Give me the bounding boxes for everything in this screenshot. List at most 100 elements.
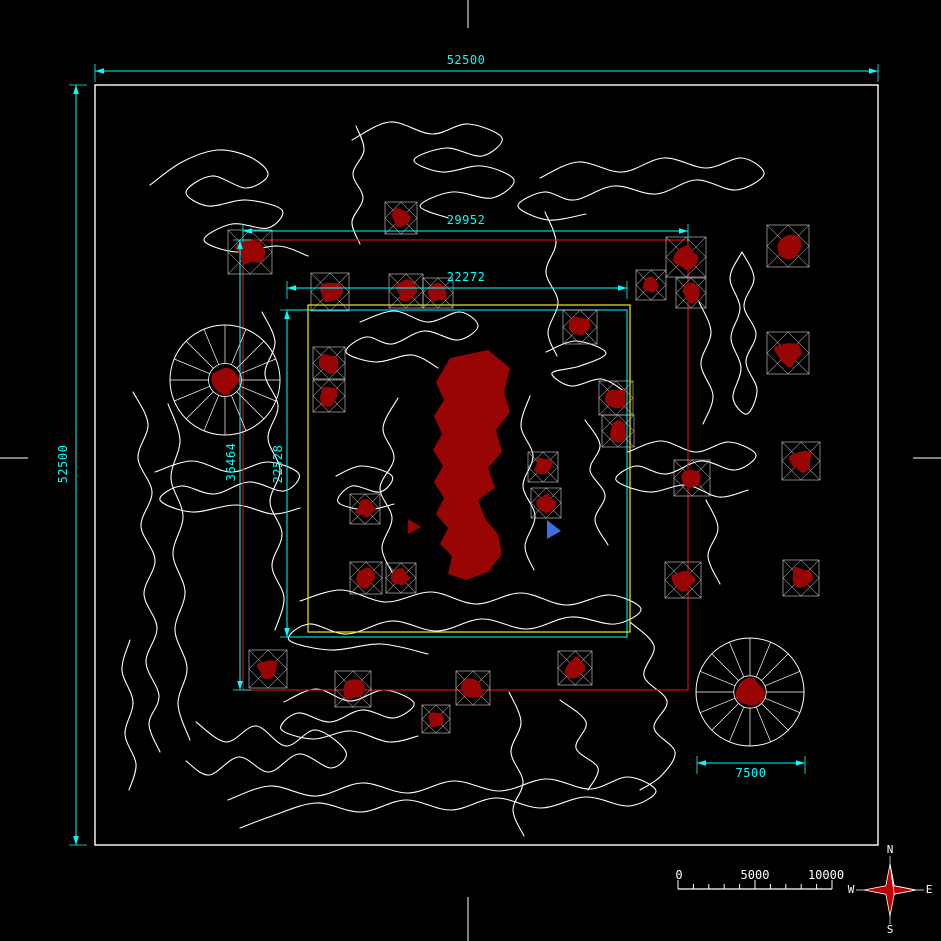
tree-symbols [169,201,821,747]
tree-canopy [355,499,376,518]
contour-line [121,639,137,791]
tree-canopy [792,566,814,588]
contour-line [629,621,676,791]
contour-line [227,776,657,829]
contour-line [280,688,419,743]
scale-label-0: 0 [675,868,682,882]
dimension-lines [69,64,879,846]
dim-arrow [618,285,627,291]
contour-line [154,460,301,515]
tree-symbol [384,201,418,235]
tree-canopy [673,245,699,271]
tree-canopy [319,282,344,302]
tree-symbol [312,346,346,380]
compass-star [863,863,917,917]
contour-line [132,391,161,753]
contour-line [705,499,721,585]
tree-canopy [642,276,659,293]
dim-arrow [73,836,79,845]
tree-canopy [235,239,266,265]
markers [408,519,561,539]
contour-line [149,149,309,257]
tree-symbol [312,379,346,413]
tree-symbol [665,236,707,278]
scale-bar [677,880,833,890]
dim-label-teal-height: 22528 [271,445,285,484]
tree-canopy [343,679,365,700]
tree-canopy [774,343,802,368]
dim-arrow [679,228,688,234]
contour-line [345,310,479,369]
dimension [696,756,806,774]
contour-line [517,157,765,221]
lake-layer [433,350,510,580]
tree-canopy [682,282,700,304]
contour-line [615,440,757,498]
tree-symbol [557,650,593,686]
tree-symbol [334,670,372,708]
large-tree-symbol [169,324,281,436]
tree-canopy [735,677,765,706]
lake [433,350,510,580]
tree-symbol [782,559,820,597]
contour-line [185,721,347,776]
dim-label-teal-width: 22272 [447,270,486,284]
dim-arrow [287,285,296,291]
tree-symbol [421,704,451,734]
dim-arrow [73,85,79,94]
tree-symbol [349,561,383,595]
dim-arrow [697,760,706,766]
large-tree-symbol [695,637,805,747]
scale-label-10000: 10000 [808,868,844,882]
contour-line [729,251,758,415]
tree-canopy [391,208,411,227]
contour-line [559,699,599,791]
contour-lines [121,121,765,837]
dim-arrow [243,228,252,234]
tree-symbol [248,649,288,689]
compass-label-south: S [887,923,894,936]
contour-line [545,340,625,392]
contour-line [520,395,536,571]
dim-arrow [237,240,243,249]
compass-label-west: W [848,883,855,896]
tree-canopy [564,656,586,679]
scale-and-compass [677,856,924,924]
contour-line [351,121,515,219]
dimension [286,281,628,299]
compass-star-east-facet [889,863,917,895]
tree-canopy [605,389,626,409]
tree-canopy [534,457,553,475]
tree-canopy [390,568,411,586]
dim-arrow [284,628,290,637]
dim-label-outer-width: 52500 [447,53,486,67]
site-boundary [94,84,879,846]
tree-canopy [777,234,802,260]
tree-canopy [610,420,627,443]
tree-canopy [461,678,483,698]
dimension [233,239,251,691]
tree-canopy [256,660,277,680]
labels-layer: 52500 52500 29952 22272 36464 22528 7500… [56,53,932,936]
tree-canopy [788,451,812,473]
dim-label-red-height: 36464 [224,443,238,482]
contour-line [379,397,399,575]
tree-symbol [766,331,810,375]
contour-line [287,589,642,655]
contour-line [698,301,714,425]
contour-line [508,691,525,837]
tree-symbol [673,459,711,497]
dim-arrow [237,681,243,690]
compass-rose [856,856,924,924]
blue-marker [547,520,561,539]
dim-label-circle-width: 7500 [736,766,767,780]
tree-symbol [598,380,634,416]
radial-spokes [696,638,804,746]
dimension [94,64,879,82]
tree-canopy [428,712,444,728]
tree-canopy [319,386,338,407]
tree-canopy [395,279,418,302]
dim-arrow [284,310,290,319]
